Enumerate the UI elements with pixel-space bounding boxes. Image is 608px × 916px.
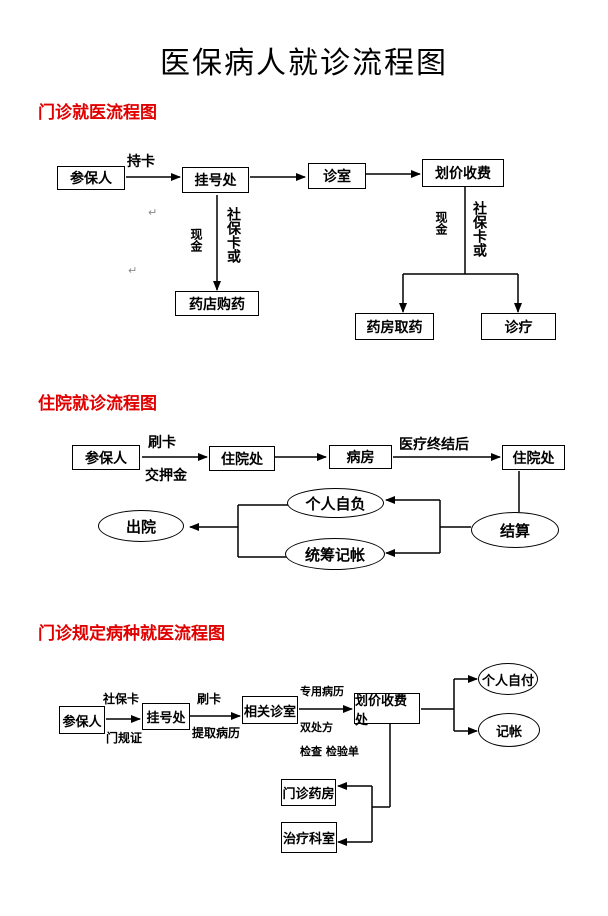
node-discharge: 出院: [98, 510, 184, 542]
edge-label-payment-b: 现金: [189, 228, 203, 252]
section-heading-inpatient: 住院就诊流程图: [38, 394, 157, 414]
edge-label-swipe-card: 刷卡: [148, 435, 176, 451]
edge-label-double-rx: 双处方: [300, 721, 333, 734]
section-heading-outpatient: 门诊就医流程图: [38, 103, 157, 123]
node-clinic: 诊室: [308, 163, 366, 189]
node-pharmacy: 药房取药: [355, 313, 434, 340]
node-self-pay: 个人自负: [287, 488, 384, 518]
node-ward: 病房: [329, 445, 392, 469]
edge-label-exam: 检查 检验单: [300, 745, 359, 758]
edge-label-ss-card: 社保卡: [103, 692, 140, 706]
node-insured: 参保人: [57, 166, 125, 190]
node-admission-end: 住院处: [502, 445, 565, 470]
node-insured-2: 参保人: [72, 445, 140, 470]
node-drugstore: 药店购药: [175, 291, 259, 316]
edge-label-payment-a-2: 社保卡或: [471, 201, 487, 257]
edge-label-deposit: 交押金: [145, 468, 187, 484]
node-pricing-3: 划价收费处: [354, 693, 420, 728]
edge-label-hold-card: 持卡: [127, 154, 155, 170]
paragraph-mark-icon: ↵: [128, 264, 138, 277]
node-registration-3: 挂号处: [142, 703, 190, 730]
node-pooled-account: 统筹记帐: [285, 538, 385, 570]
node-treatment-room: 治疗科室: [281, 822, 337, 853]
edge-label-payment-b-2: 现金: [434, 211, 448, 235]
paragraph-mark-icon: ↵: [148, 206, 158, 219]
node-insured-3: 参保人: [59, 706, 105, 734]
page-title: 医保病人就诊流程图: [160, 46, 448, 81]
node-admission: 住院处: [209, 446, 275, 471]
edge-label-payment-a: 社保卡或: [225, 207, 241, 263]
node-registration: 挂号处: [182, 167, 249, 193]
edge-label-swipe-card-3: 刷卡: [197, 692, 222, 706]
section-heading-special-disease: 门诊规定病种就医流程图: [38, 624, 225, 644]
node-dept: 相关诊室: [242, 696, 298, 724]
node-treatment: 诊疗: [481, 313, 556, 340]
node-settlement: 结算: [471, 512, 559, 548]
node-account: 记帐: [478, 713, 540, 747]
edge-label-special-record: 专用病历: [300, 685, 344, 698]
edge-label-after-treatment: 医疗终结后: [399, 437, 469, 453]
node-self-pay-3: 个人自付: [478, 663, 538, 695]
node-pharmacy-3: 门诊药房: [281, 779, 336, 806]
edge-label-cert: 门规证: [106, 731, 143, 745]
node-pricing: 划价收费: [422, 159, 504, 187]
edge-label-get-record: 提取病历: [192, 726, 241, 740]
